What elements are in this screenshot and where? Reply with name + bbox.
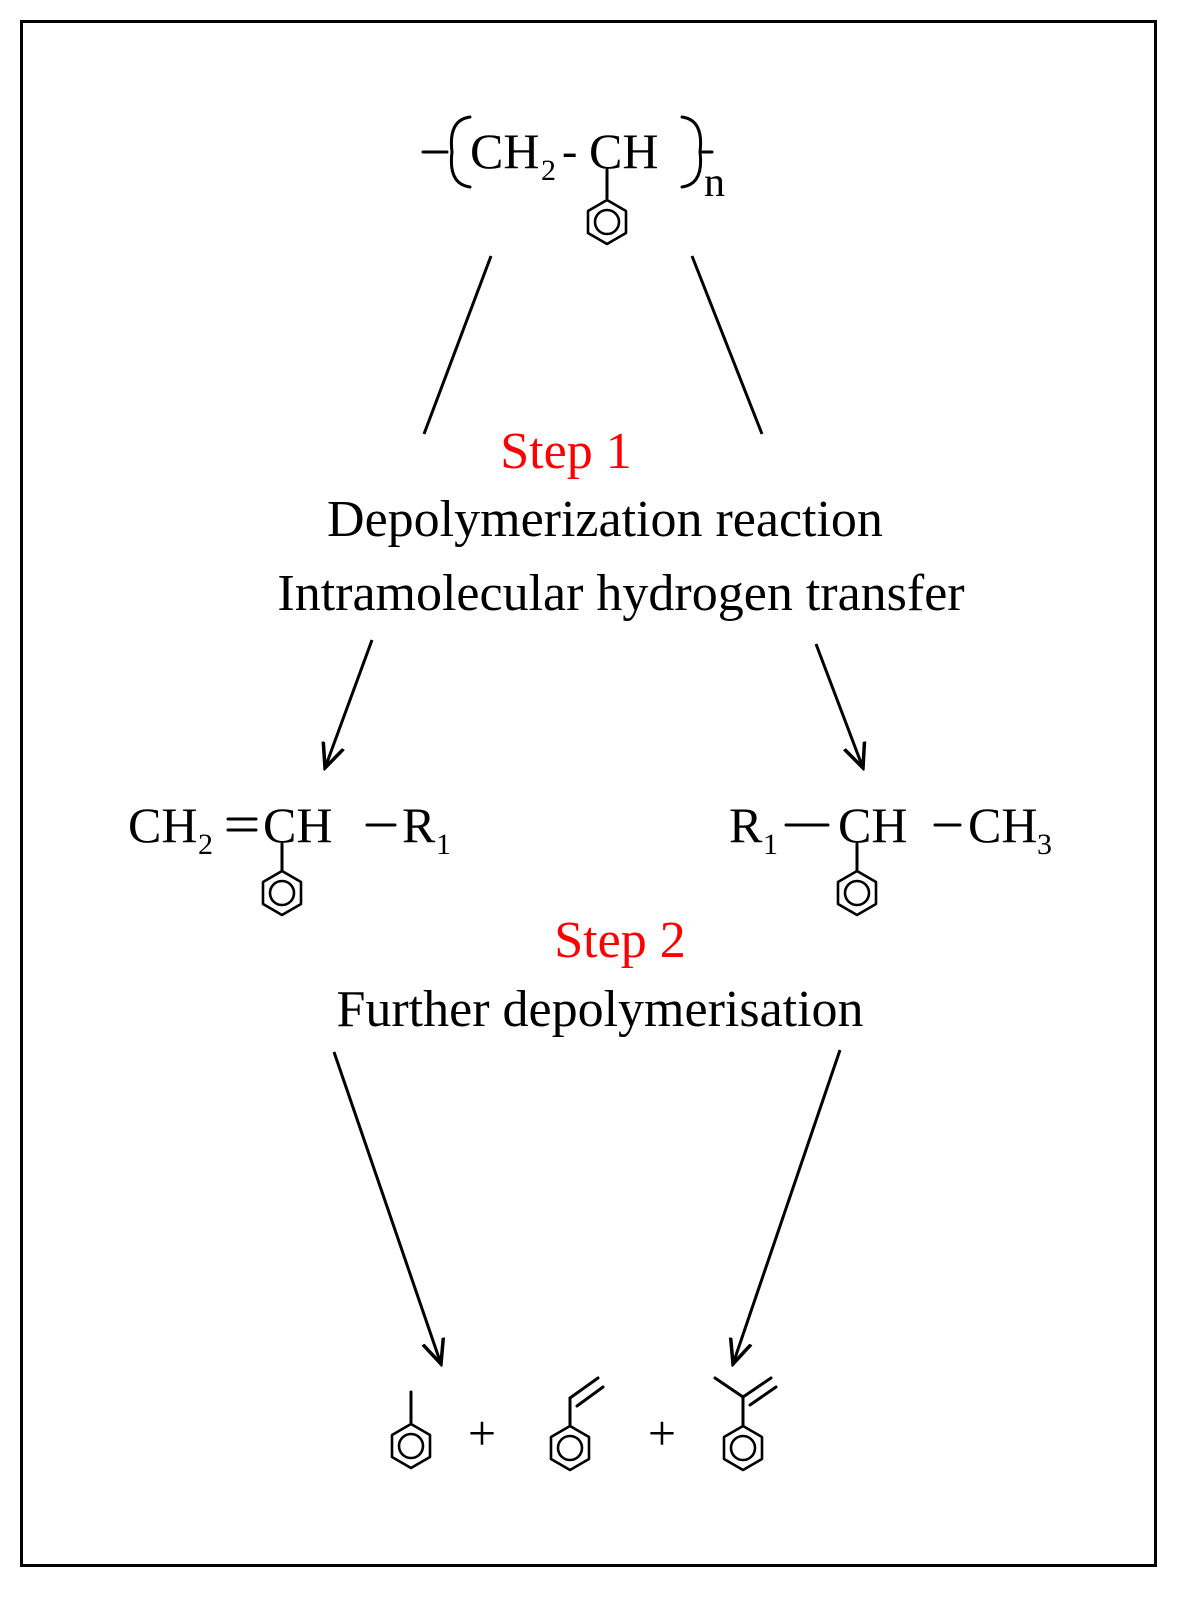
methylstyrene-methyl-bond [713, 1376, 745, 1399]
polymer-ch2: CH [470, 123, 539, 179]
step1-arrow-left [325, 639, 374, 768]
left-r-subscript: 1 [436, 828, 451, 861]
step1-arrow-right [814, 643, 863, 768]
product-alpha-methylstyrene [713, 1376, 778, 1472]
left-ch2: CH [128, 797, 197, 853]
styrene-ring [549, 1424, 591, 1472]
step1-title: Step 1 [500, 423, 631, 480]
polymer-ch2-subscript: 2 [541, 154, 556, 187]
left-ch: CH [263, 797, 332, 853]
product-styrene [549, 1376, 605, 1472]
polystyrene-repeat-unit: CH 2 - CH n [421, 115, 725, 246]
step1-line1: Depolymerization reaction [327, 491, 883, 548]
step2-line1: Further depolymerisation [336, 981, 863, 1038]
toluene-ring [390, 1422, 432, 1470]
styrene-double-bond-2 [575, 1385, 605, 1408]
intermediate-alkane: R 1 CH CH 3 [729, 797, 1052, 917]
plus-sign-1: + [468, 1405, 496, 1461]
polymer-ch: CH [589, 123, 658, 179]
step1-line-left [422, 255, 493, 435]
intermediate-alkene: CH 2 CH R 1 [128, 797, 451, 917]
left-ch2-subscript: 2 [198, 828, 213, 861]
left-phenyl-ring [261, 869, 303, 917]
step1-line2: Intramolecular hydrogen transfer [277, 565, 964, 622]
step2-arrow-right [733, 1049, 842, 1364]
right-ch3-subscript: 3 [1037, 828, 1052, 861]
methylstyrene-double-bond-1 [741, 1376, 773, 1399]
methylstyrene-double-bond-2 [748, 1385, 778, 1407]
bracket-left [449, 115, 472, 189]
step2-arrow-left [332, 1051, 441, 1364]
polymer-dash: - [562, 125, 577, 176]
bracket-right [680, 115, 703, 189]
diagram-frame [20, 20, 1157, 1567]
step2-title: Step 2 [554, 912, 685, 969]
methylstyrene-ring [722, 1424, 764, 1472]
step1-line-right [690, 255, 764, 435]
product-toluene [390, 1390, 432, 1470]
right-ch: CH [838, 797, 907, 853]
plus-sign-2: + [648, 1405, 676, 1461]
polymer-phenyl-ring [586, 198, 628, 246]
right-r-subscript: 1 [763, 828, 778, 861]
right-ch3: CH [968, 797, 1037, 853]
right-phenyl-ring [836, 869, 878, 917]
styrene-double-bond-1 [568, 1376, 600, 1400]
left-r: R [402, 797, 436, 853]
right-r: R [729, 797, 763, 853]
polymer-repeat-n: n [704, 160, 725, 206]
